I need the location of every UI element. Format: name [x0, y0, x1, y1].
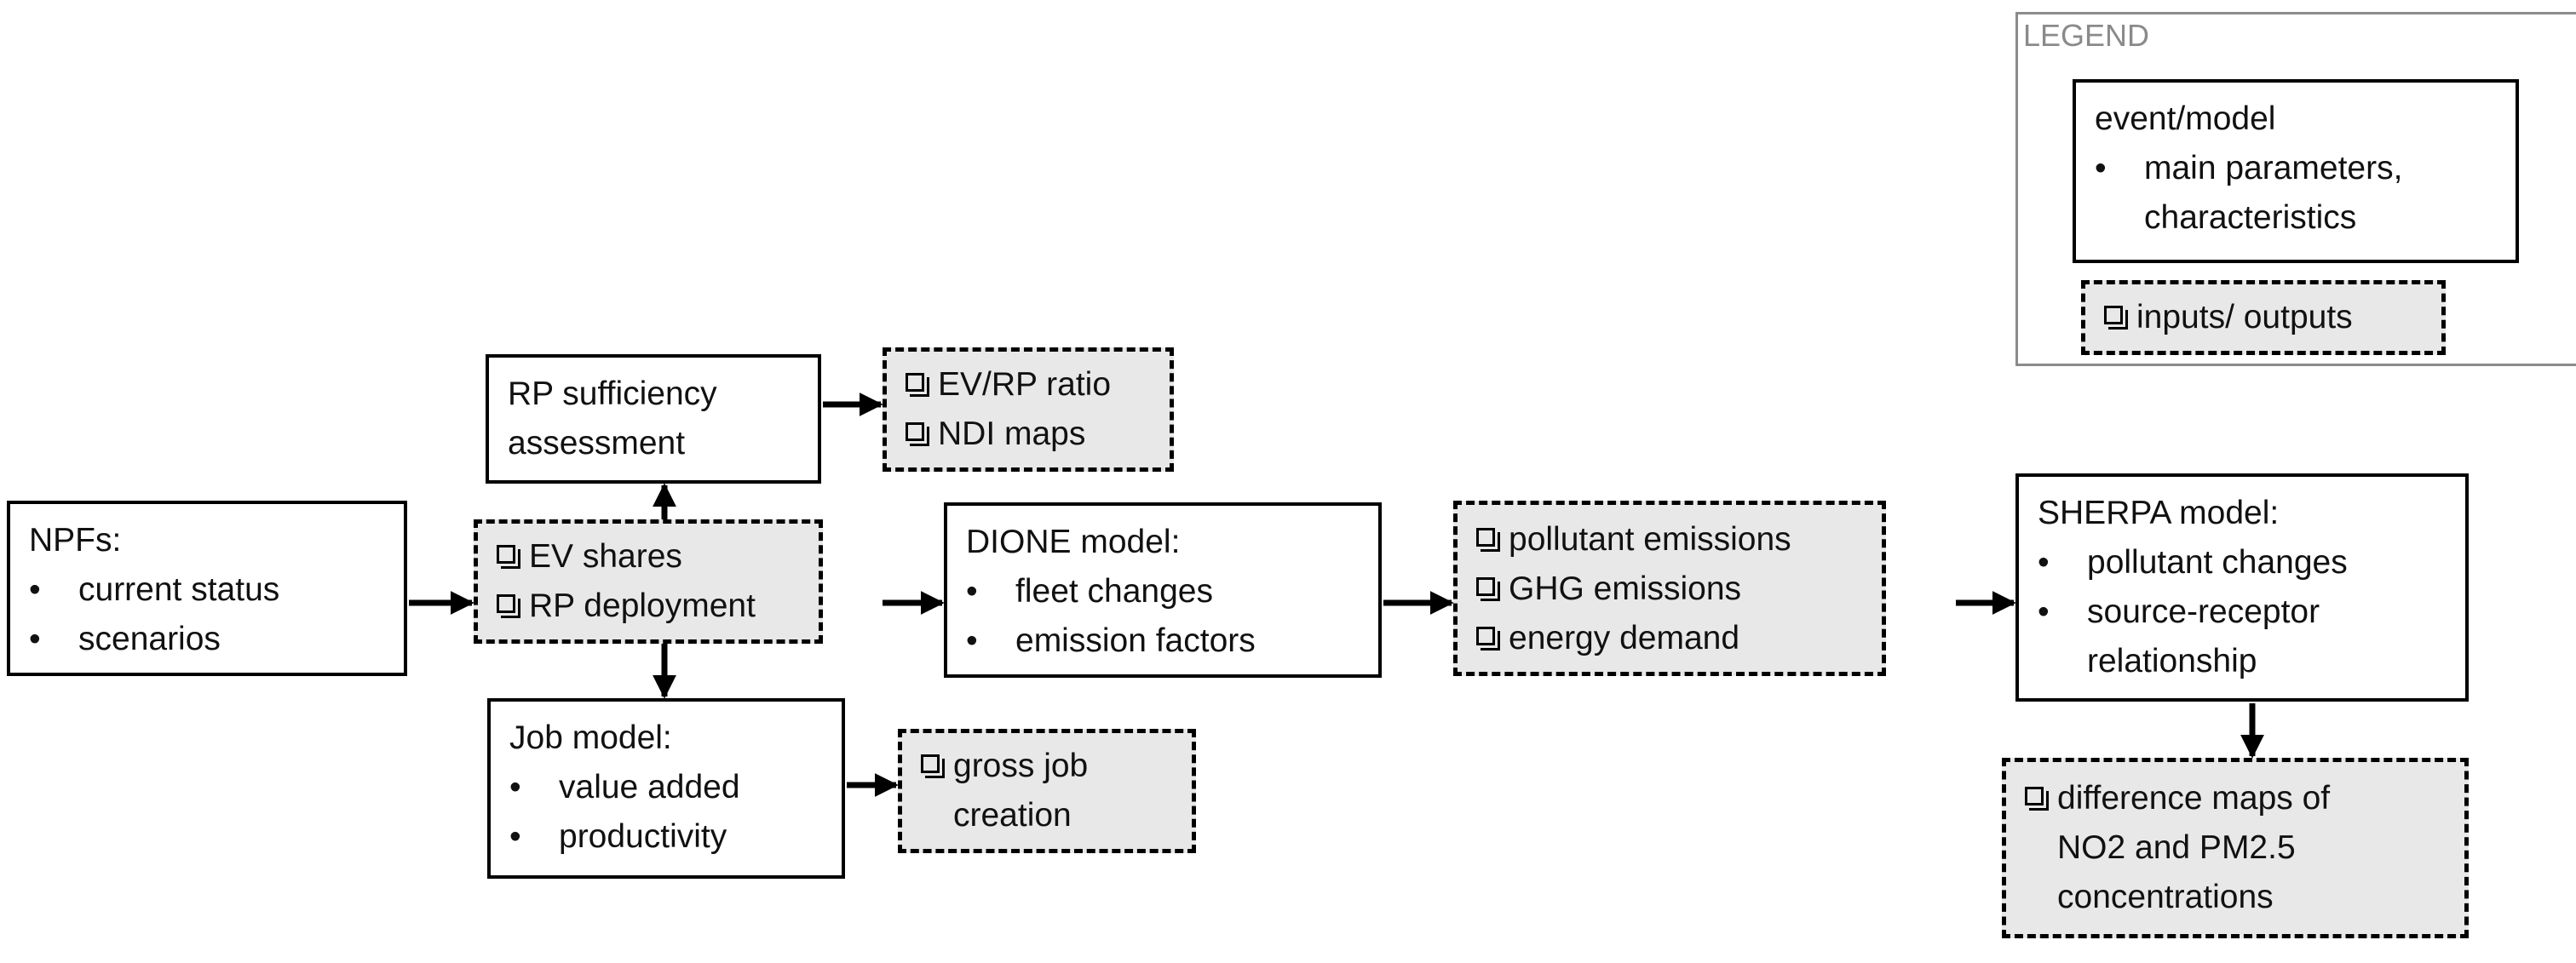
sherpa-bullet-text: pollutant changes	[2087, 544, 2348, 581]
dione-bullet-text: fleet changes	[1015, 573, 1214, 610]
job-outputs-text: creation	[953, 797, 1072, 834]
bullet-icon: •	[29, 571, 41, 608]
sherpa-bullet-row: • source-receptor	[2038, 588, 2447, 637]
job-model-title: Job model:	[509, 719, 672, 756]
npfs-bullet-row: • scenarios	[29, 615, 385, 664]
checkbox-icon	[2104, 306, 2128, 330]
sherpa-title: SHERPA model:	[2038, 495, 2280, 531]
rp-outputs-item: NDI maps	[906, 410, 1151, 459]
checkbox-icon	[1476, 627, 1500, 651]
bullet-icon: •	[509, 769, 521, 805]
legend-io-text: inputs/ outputs	[2136, 299, 2353, 335]
legend-bullet-row: characteristics	[2095, 193, 2497, 243]
ev-inputs-item: EV shares	[497, 532, 800, 582]
rp-sufficiency-line: assessment	[508, 425, 686, 461]
sherpa-outputs-text: difference maps of	[2057, 780, 2331, 817]
sherpa-bullet-row: relationship	[2038, 637, 2447, 686]
bullet-icon: •	[2095, 150, 2107, 186]
legend: LEGEND event/model • main parameters, cha…	[2015, 12, 2576, 366]
rp-outputs-text: NDI maps	[938, 416, 1086, 452]
rp-outputs-box: EV/RP ratio NDI maps	[883, 347, 1174, 472]
dione-outputs-item: energy demand	[1476, 614, 1863, 663]
bullet-icon: •	[2038, 593, 2050, 630]
npfs-bullet-text: current status	[78, 571, 280, 608]
rp-outputs-text: EV/RP ratio	[938, 366, 1112, 403]
npfs-box: NPFs: • current status • scenarios	[7, 501, 407, 676]
bullet-icon: •	[966, 622, 978, 659]
rp-sufficiency-box: RP sufficiency assessment	[486, 354, 821, 484]
checkbox-icon	[497, 545, 520, 569]
checkbox-icon	[906, 373, 929, 397]
sherpa-bullet-text: source-receptor	[2087, 593, 2320, 630]
dione-outputs-text: pollutant emissions	[1509, 521, 1791, 558]
job-model-bullet-text: productivity	[559, 818, 727, 855]
job-outputs-box: gross job creation	[898, 729, 1196, 853]
dione-bullet-text: emission factors	[1015, 622, 1256, 659]
ev-inputs-box: EV shares RP deployment	[474, 519, 823, 644]
legend-title: LEGEND	[2023, 18, 2150, 53]
dione-outputs-text: energy demand	[1509, 620, 1740, 656]
dione-outputs-text: GHG emissions	[1509, 570, 1742, 607]
npfs-bullet-text: scenarios	[78, 621, 221, 657]
sherpa-outputs-box: difference maps of NO2 and PM2.5 concent…	[2002, 758, 2469, 938]
bullet-icon: •	[2038, 544, 2050, 581]
dione-outputs-box: pollutant emissions GHG emissions energy…	[1453, 501, 1886, 676]
checkbox-icon	[497, 594, 520, 618]
bullet-icon: •	[966, 573, 978, 610]
job-model-bullet-row: • productivity	[509, 812, 823, 862]
checkbox-icon	[1476, 528, 1500, 552]
rp-sufficiency-line: RP sufficiency	[508, 375, 717, 412]
ev-inputs-text: EV shares	[529, 538, 682, 575]
rp-outputs-item: EV/RP ratio	[906, 360, 1151, 410]
legend-bullet-text: characteristics	[2144, 199, 2357, 236]
sherpa-outputs-item: NO2 and PM2.5	[2025, 823, 2446, 873]
job-outputs-item: gross job	[921, 742, 1173, 791]
ev-inputs-item: RP deployment	[497, 582, 800, 631]
job-model-bullet-text: value added	[559, 769, 740, 805]
sherpa-outputs-item: difference maps of	[2025, 774, 2446, 823]
job-outputs-item: creation	[921, 791, 1173, 840]
dione-outputs-item: pollutant emissions	[1476, 515, 1863, 565]
sherpa-outputs-text: NO2 and PM2.5	[2057, 829, 2296, 866]
sherpa-outputs-text: concentrations	[2057, 879, 2274, 915]
checkbox-icon	[921, 754, 945, 778]
legend-bullet-text: main parameters,	[2144, 150, 2403, 186]
legend-model-box: event/model • main parameters, characteri…	[2073, 79, 2519, 263]
bullet-icon: •	[509, 818, 521, 855]
dione-bullet-row: • fleet changes	[966, 567, 1360, 616]
npfs-bullet-row: • current status	[29, 565, 385, 615]
legend-model-title: event/model	[2095, 100, 2276, 137]
npfs-title: NPFs:	[29, 522, 122, 559]
checkbox-icon	[2025, 787, 2049, 811]
sherpa-bullet-row: • pollutant changes	[2038, 538, 2447, 588]
sherpa-outputs-item: concentrations	[2025, 873, 2446, 922]
ev-inputs-text: RP deployment	[529, 588, 756, 624]
dione-box: DIONE model: • fleet changes • emission fa…	[944, 502, 1382, 678]
checkbox-icon	[906, 422, 929, 446]
job-outputs-text: gross job	[953, 748, 1089, 784]
dione-outputs-item: GHG emissions	[1476, 565, 1863, 614]
legend-bullet-row: • main parameters,	[2095, 144, 2497, 193]
job-model-box: Job model: • value added • productivity	[487, 698, 845, 879]
checkbox-icon	[1476, 577, 1500, 601]
dione-bullet-row: • emission factors	[966, 616, 1360, 666]
dione-title: DIONE model:	[966, 524, 1181, 560]
sherpa-box: SHERPA model: • pollutant changes • source…	[2015, 473, 2469, 702]
bullet-icon: •	[29, 621, 41, 657]
legend-io-item: inputs/ outputs	[2104, 293, 2423, 342]
legend-io-box: inputs/ outputs	[2081, 280, 2446, 355]
sherpa-bullet-text: relationship	[2087, 643, 2257, 679]
job-model-bullet-row: • value added	[509, 763, 823, 812]
